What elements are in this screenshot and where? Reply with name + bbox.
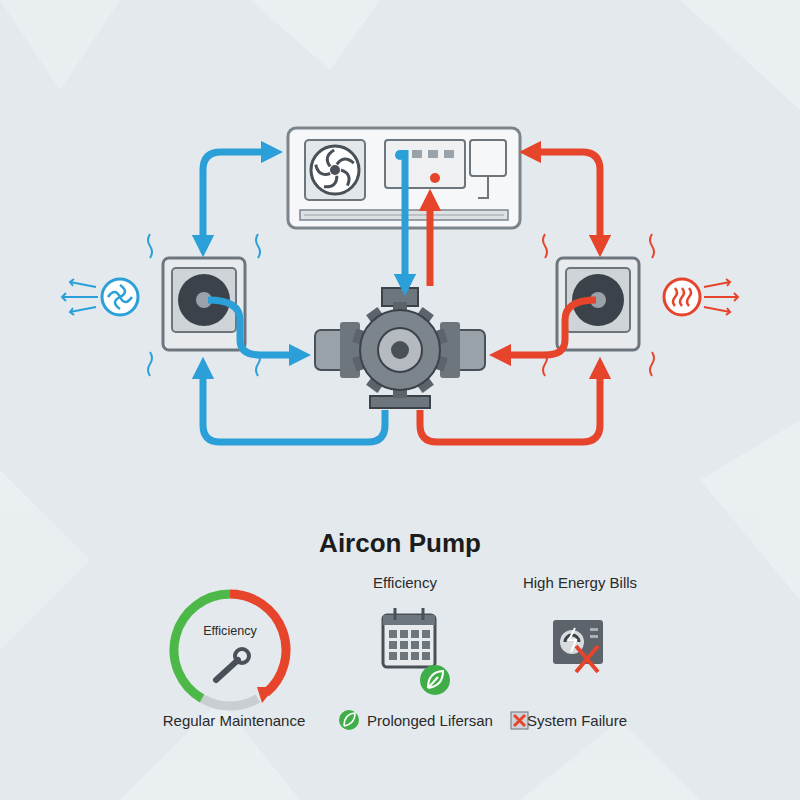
diagram-title: Aircon Pump	[319, 528, 481, 559]
cold-refrigerant-flow	[203, 150, 405, 442]
leaf-icon	[339, 710, 359, 730]
pump	[315, 288, 485, 408]
gauge-ring	[167, 587, 293, 713]
icon-caption: Efficiency	[373, 574, 437, 591]
benefit-label: Regular Maintenance	[163, 712, 306, 729]
efficiency-gauge: Efficiency	[167, 587, 293, 713]
gauge-inner: Efficiency	[167, 587, 293, 638]
failure-icon	[511, 712, 528, 729]
risk-label: System Failure	[527, 712, 627, 729]
benefit-label: Prolonged Lifersan	[367, 712, 493, 729]
heat-icon	[543, 234, 738, 376]
cooling-icon	[62, 234, 260, 376]
energy-bill-icon	[553, 620, 603, 672]
calendar-icon	[383, 608, 450, 695]
hot-refrigerant-flow	[420, 152, 600, 442]
gauge-label: Efficiency	[167, 624, 293, 638]
icon-caption: High Energy Bills	[523, 574, 637, 591]
